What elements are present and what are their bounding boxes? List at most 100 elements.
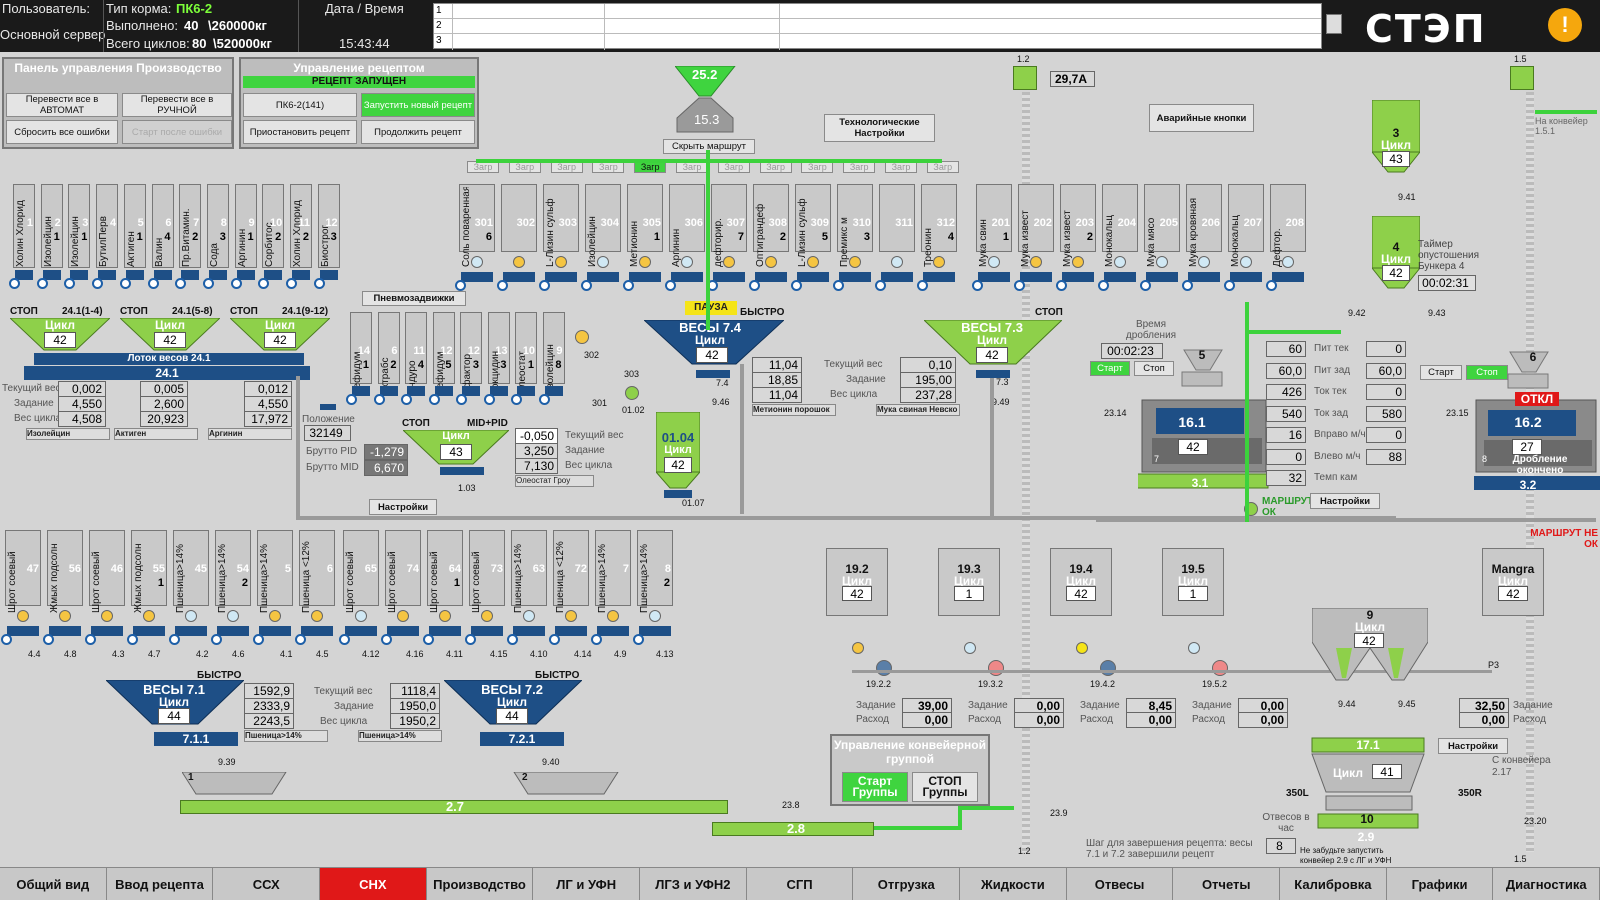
motor-icon[interactable] bbox=[623, 280, 634, 291]
feeder-icon[interactable] bbox=[133, 626, 165, 636]
nav-tab[interactable]: Жидкости bbox=[960, 868, 1067, 900]
motor-icon[interactable] bbox=[483, 394, 495, 405]
reset-errors-button[interactable]: Сбросить все ошибки bbox=[6, 120, 118, 144]
feeder-icon[interactable] bbox=[513, 626, 545, 636]
motor-icon[interactable] bbox=[401, 394, 412, 405]
crusher-5-start[interactable]: Старт bbox=[1090, 361, 1130, 376]
feeder-icon[interactable] bbox=[671, 272, 703, 282]
storage-bin[interactable]: Дефтор.208 bbox=[1270, 184, 1306, 267]
motor-icon[interactable] bbox=[1140, 280, 1151, 291]
motor-icon[interactable] bbox=[497, 280, 508, 291]
motor-icon[interactable] bbox=[539, 280, 550, 291]
nav-tab[interactable]: СГП bbox=[747, 868, 854, 900]
feeder-icon[interactable] bbox=[1188, 272, 1220, 282]
motor-icon[interactable] bbox=[64, 278, 76, 289]
nav-tab[interactable]: Отвесы bbox=[1067, 868, 1174, 900]
crusher-5-stop[interactable]: Стоп bbox=[1134, 361, 1174, 376]
nav-tab[interactable]: Графики bbox=[1387, 868, 1494, 900]
feeder-icon[interactable] bbox=[345, 626, 377, 636]
motor-icon[interactable] bbox=[36, 278, 48, 289]
motor-icon[interactable] bbox=[1014, 280, 1025, 291]
motor-icon[interactable] bbox=[665, 280, 676, 291]
feeder-icon[interactable] bbox=[42, 270, 61, 280]
tech-settings-button[interactable]: Технологические Настройки bbox=[824, 114, 935, 142]
motor-icon[interactable] bbox=[465, 634, 476, 645]
motor-icon[interactable] bbox=[538, 394, 550, 405]
feeder-icon[interactable] bbox=[181, 270, 200, 280]
feeder-icon[interactable] bbox=[544, 386, 563, 396]
feeder-icon[interactable] bbox=[881, 272, 913, 282]
nav-tab[interactable]: Отгрузка bbox=[853, 868, 961, 900]
motor-icon[interactable] bbox=[428, 394, 440, 405]
motor-icon[interactable] bbox=[791, 280, 802, 291]
motor-icon[interactable] bbox=[381, 634, 392, 645]
storage-bin[interactable]: Пшеница>14%45 bbox=[173, 530, 209, 613]
feeder-icon[interactable] bbox=[1062, 272, 1094, 282]
motor-icon[interactable] bbox=[169, 634, 180, 645]
motor-icon[interactable] bbox=[295, 634, 306, 645]
motor-icon[interactable] bbox=[1182, 280, 1193, 291]
group-start-button[interactable]: Старт Группы bbox=[842, 772, 908, 802]
continue-recipe-button[interactable]: Продолжить рецепт bbox=[361, 120, 475, 144]
feeder-icon[interactable] bbox=[629, 272, 661, 282]
motor-icon[interactable] bbox=[230, 278, 242, 289]
motor-icon[interactable] bbox=[202, 278, 214, 289]
motor-icon[interactable] bbox=[346, 394, 357, 405]
micro-settings-button[interactable]: Настройки bbox=[369, 499, 437, 515]
motor-icon[interactable] bbox=[456, 394, 467, 405]
pump-icon[interactable] bbox=[1100, 660, 1116, 676]
motor-icon[interactable] bbox=[507, 634, 518, 645]
feeder-icon[interactable] bbox=[489, 386, 508, 396]
motor-icon[interactable] bbox=[9, 278, 20, 289]
feeder-icon[interactable] bbox=[15, 270, 33, 280]
motor-icon[interactable] bbox=[1224, 280, 1235, 291]
motor-icon[interactable] bbox=[253, 634, 264, 645]
motor-icon[interactable] bbox=[633, 634, 644, 645]
motor-icon[interactable] bbox=[1, 634, 12, 645]
feeder-icon[interactable] bbox=[259, 626, 291, 636]
feeder-icon[interactable] bbox=[434, 386, 453, 396]
motor-icon[interactable] bbox=[175, 278, 187, 289]
motor-icon[interactable] bbox=[549, 634, 560, 645]
nav-tab[interactable]: Общий вид bbox=[0, 868, 107, 900]
feeder-icon[interactable] bbox=[264, 270, 283, 280]
feeder-icon[interactable] bbox=[462, 386, 480, 396]
nav-tab[interactable]: СНХ bbox=[320, 868, 427, 900]
feeder-icon[interactable] bbox=[217, 626, 249, 636]
motor-icon[interactable] bbox=[127, 634, 138, 645]
motor-icon[interactable] bbox=[749, 280, 760, 291]
feeder-icon[interactable] bbox=[713, 272, 745, 282]
feeder-icon[interactable] bbox=[70, 270, 89, 280]
feeder-icon[interactable] bbox=[407, 386, 425, 396]
message-log[interactable]: 1 2 3 bbox=[433, 3, 1322, 50]
feeder-icon[interactable] bbox=[587, 272, 619, 282]
storage-bin[interactable]: Пшеница <12%72 bbox=[553, 530, 589, 613]
storage-bin[interactable]: 311 bbox=[879, 184, 915, 252]
feeder-icon[interactable] bbox=[1020, 272, 1052, 282]
log-scroll-icon[interactable] bbox=[1326, 14, 1342, 34]
feeder-icon[interactable] bbox=[379, 386, 398, 396]
motor-icon[interactable] bbox=[917, 280, 928, 291]
valve-icon[interactable] bbox=[625, 386, 639, 400]
